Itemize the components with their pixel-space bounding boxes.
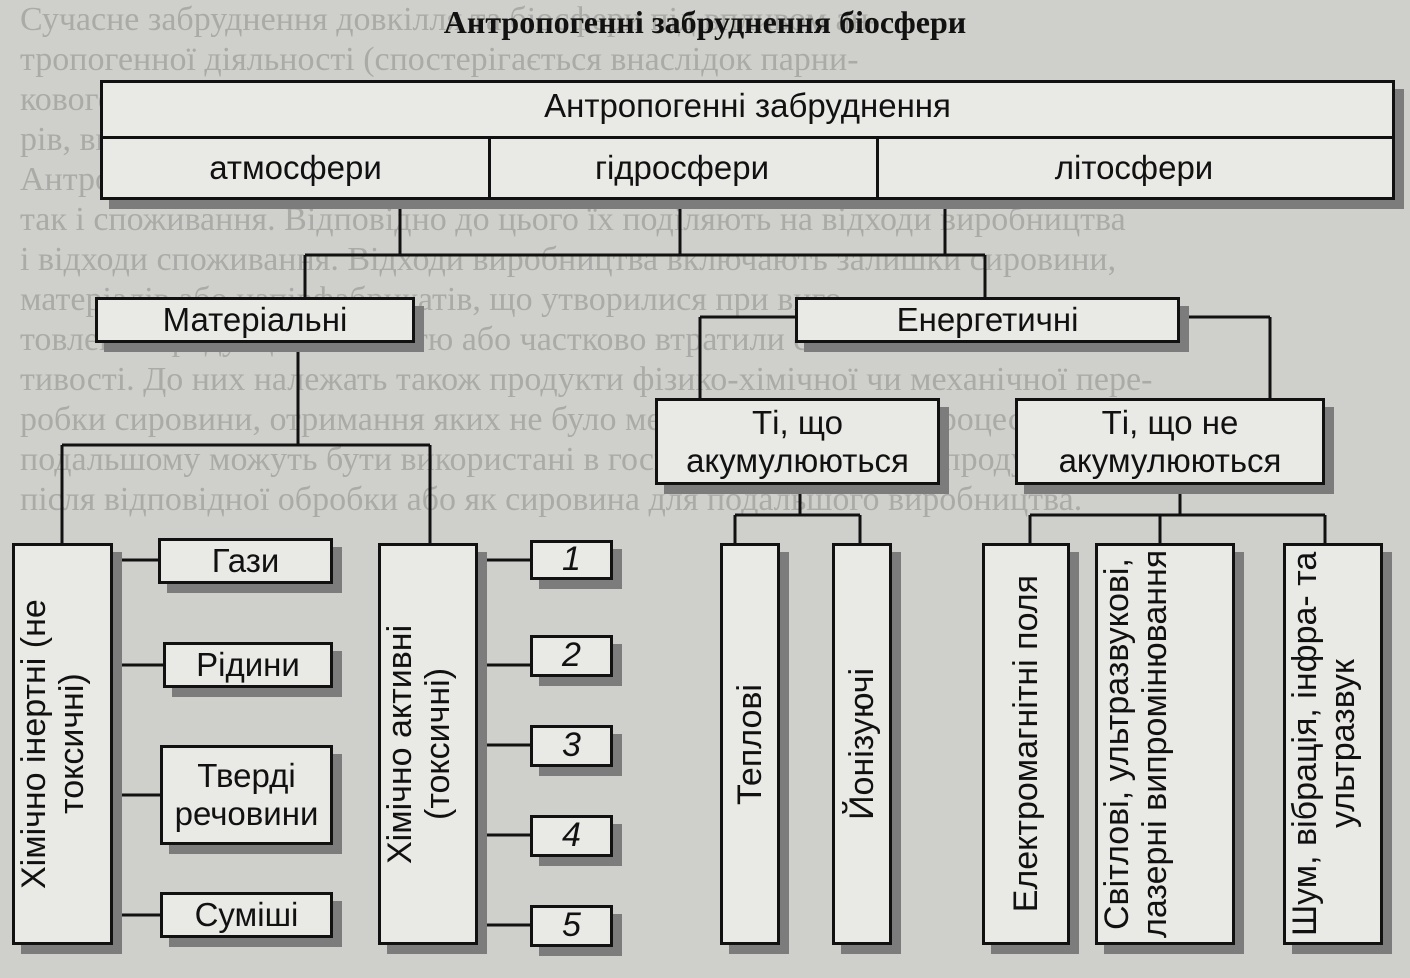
sub-divider [488, 139, 491, 197]
toxic-item-1: 1 [530, 540, 613, 580]
energy-box: Енергетичні [795, 297, 1180, 343]
sub-divider [876, 139, 879, 197]
noise-vibration-box: Шум, вібрація, інфра- та ультразвук [1283, 543, 1383, 945]
sub-hydrosphere: гідросфери [594, 149, 770, 186]
light-radiation-box: Світлові, ультразвукові, лазерні випромі… [1095, 543, 1235, 945]
header-title: Антропогенні забруднення [544, 87, 951, 124]
non-accumulative-box: Ті, що не акумулюються [1015, 398, 1325, 485]
thermal-box: Теплові [720, 543, 780, 945]
thermal-label: Теплові [730, 683, 769, 805]
em-fields-box: Електромагнітні поля [982, 543, 1070, 945]
accumulative-box: Ті, що акумулюються [655, 398, 940, 485]
liquids-box: Рідини [163, 642, 333, 688]
chemically-active-box: Хімічно активні (токсичні) [378, 543, 478, 945]
gases-box: Гази [158, 538, 333, 584]
toxic-item-5: 5 [530, 905, 613, 947]
toxic-item-3: 3 [530, 725, 613, 767]
ionizing-box: Йонізуючі [832, 543, 892, 945]
noise-vibration-label: Шум, вібрація, інфра- та ультразвук [1286, 551, 1363, 937]
solids-box: Тверді речовини [160, 745, 333, 845]
sub-atmosphere: атмосфери [209, 149, 382, 186]
light-radiation-label: Світлові, ультразвукові, лазерні випромі… [1098, 549, 1175, 939]
diagram-title: Антропогенні забруднення біосфери [443, 4, 967, 40]
header-divider [103, 136, 1392, 139]
em-fields-label: Електромагнітні поля [1006, 575, 1045, 913]
sub-lithosphere: літосфери [1054, 149, 1214, 186]
ionizing-label: Йонізуючі [842, 668, 881, 820]
chemically-inert-box: Хімічно інертні (не токсичні) [12, 543, 113, 945]
chemically-active-label: Хімічно активні (токсичні) [381, 624, 458, 864]
material-box: Матеріальні [95, 297, 415, 343]
toxic-item-2: 2 [530, 635, 613, 677]
mixtures-box: Суміші [160, 892, 333, 938]
chemically-inert-label: Хімічно інертні (не токсичні) [15, 599, 92, 889]
toxic-item-4: 4 [530, 815, 613, 857]
header-box: Антропогенні забруднення атмосфери гідро… [100, 80, 1395, 200]
